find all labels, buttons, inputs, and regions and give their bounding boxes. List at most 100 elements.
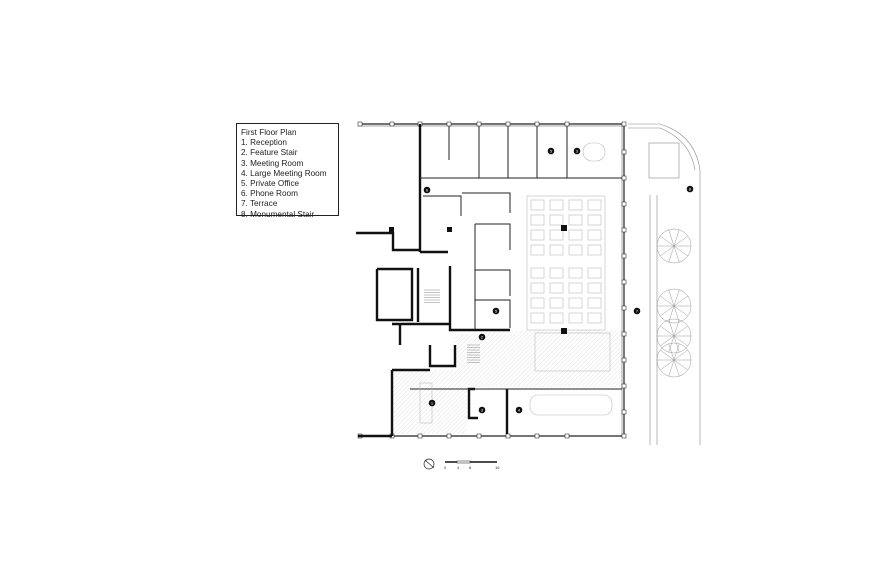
room-marker-number: 2: [481, 334, 484, 339]
column-marker: [621, 383, 627, 389]
room-marker-dot: [547, 147, 555, 155]
feature-stair: [424, 289, 480, 363]
tree-branch: [660, 295, 675, 307]
legend-item: 6. Phone Room: [241, 189, 298, 199]
tree-branch: [660, 235, 675, 247]
workstation-desk: [549, 214, 564, 226]
workstation-desk: [549, 282, 564, 294]
workstation-desk: [530, 267, 545, 279]
scale-bar: 0 4 8 16: [444, 460, 500, 470]
workstation-desk: [530, 282, 545, 294]
north-arrow-icon: [423, 458, 435, 470]
workstation-desk: [587, 297, 602, 309]
column-marker: [621, 175, 627, 181]
workstation-desk: [587, 214, 602, 226]
legend-item: 2. Feature Stair: [241, 148, 298, 158]
column-marker: [389, 121, 395, 127]
workstation-desk: [549, 229, 564, 241]
workstation-desk: [587, 312, 602, 324]
room-marker-number: 1: [431, 400, 434, 405]
room-marker-dot: [515, 406, 523, 414]
legend-title: First Floor Plan: [241, 128, 297, 137]
tree-branch: [673, 335, 688, 347]
workstation-desk: [549, 199, 564, 211]
workstation-desk: [568, 282, 583, 294]
tree-branch: [660, 305, 675, 317]
room-marker-number: 3: [576, 148, 579, 153]
structural-column: [561, 328, 567, 334]
tree-branch: [673, 245, 680, 263]
workstation-desk: [587, 282, 602, 294]
legend-item: 7. Terrace: [241, 199, 278, 209]
column-marker: [621, 279, 627, 285]
column-marker: [505, 121, 511, 127]
scale-label: 0: [444, 465, 447, 470]
workstation-desk: [568, 267, 583, 279]
tree-branch: [673, 359, 680, 377]
workstation-desk: [568, 312, 583, 324]
workstation-desk: [549, 267, 564, 279]
workstation-desk: [587, 229, 602, 241]
reception-hatch: [392, 330, 622, 434]
tree-branch: [668, 245, 675, 263]
workstation-desk: [568, 244, 583, 256]
column-marker: [621, 121, 627, 127]
column-markers: [357, 121, 627, 439]
tree-branch: [673, 289, 680, 307]
tree-branch: [668, 359, 675, 377]
column-marker: [621, 331, 627, 337]
column-marker: [621, 433, 627, 439]
tree-branch: [660, 335, 675, 347]
structural-column: [561, 225, 567, 231]
column-marker: [534, 121, 540, 127]
tree-branch: [673, 235, 688, 247]
workstation-desk: [549, 312, 564, 324]
tree-branch: [673, 343, 680, 361]
scale-label: 8: [469, 465, 472, 470]
scale-label: 4: [457, 465, 460, 470]
terrace: [628, 123, 701, 445]
column-marker: [534, 433, 540, 439]
workstation-desk: [530, 297, 545, 309]
tree-branch: [660, 359, 675, 371]
room-marker-number: 5: [550, 148, 553, 153]
room-marker-number: 3: [481, 407, 484, 412]
column-marker: [621, 227, 627, 233]
legend-item: 1. Reception: [241, 138, 287, 148]
room-marker-dot: [423, 186, 431, 194]
scale-label: 16: [495, 465, 500, 470]
tree-branch: [673, 229, 680, 247]
workstation-desk: [530, 199, 545, 211]
tree-branch: [673, 325, 688, 337]
workstation-desk: [530, 312, 545, 324]
column-marker: [621, 253, 627, 259]
tree-branch: [673, 295, 688, 307]
column-marker: [446, 433, 452, 439]
room-marker-dot: [428, 399, 436, 407]
structural-column: [389, 227, 394, 232]
tree-branch: [660, 245, 675, 257]
room-marker-number: 5: [495, 308, 498, 313]
room-marker-dot: [478, 333, 486, 341]
column-marker: [621, 409, 627, 415]
tree-branch: [673, 305, 688, 317]
workstation-desk: [587, 199, 602, 211]
column-marker: [564, 121, 570, 127]
legend-item: 5. Private Office: [241, 179, 300, 189]
workstation-desk: [549, 297, 564, 309]
workstation-desk: [530, 244, 545, 256]
room-marker-dot: [478, 406, 486, 414]
workstation-desk: [549, 244, 564, 256]
legend-item: 4. Large Meeting Room: [241, 168, 327, 178]
structural-column: [447, 227, 452, 232]
room-marker-number: 6: [426, 187, 429, 192]
room-marker-dot: [633, 307, 641, 315]
workstation-desk: [530, 214, 545, 226]
room-marker-dot: [492, 307, 500, 315]
tree-branch: [673, 335, 680, 353]
tree-branch: [673, 359, 688, 371]
plan-legend: First Floor Plan 1. Reception 2. Feature…: [236, 123, 339, 219]
column-marker: [621, 149, 627, 155]
